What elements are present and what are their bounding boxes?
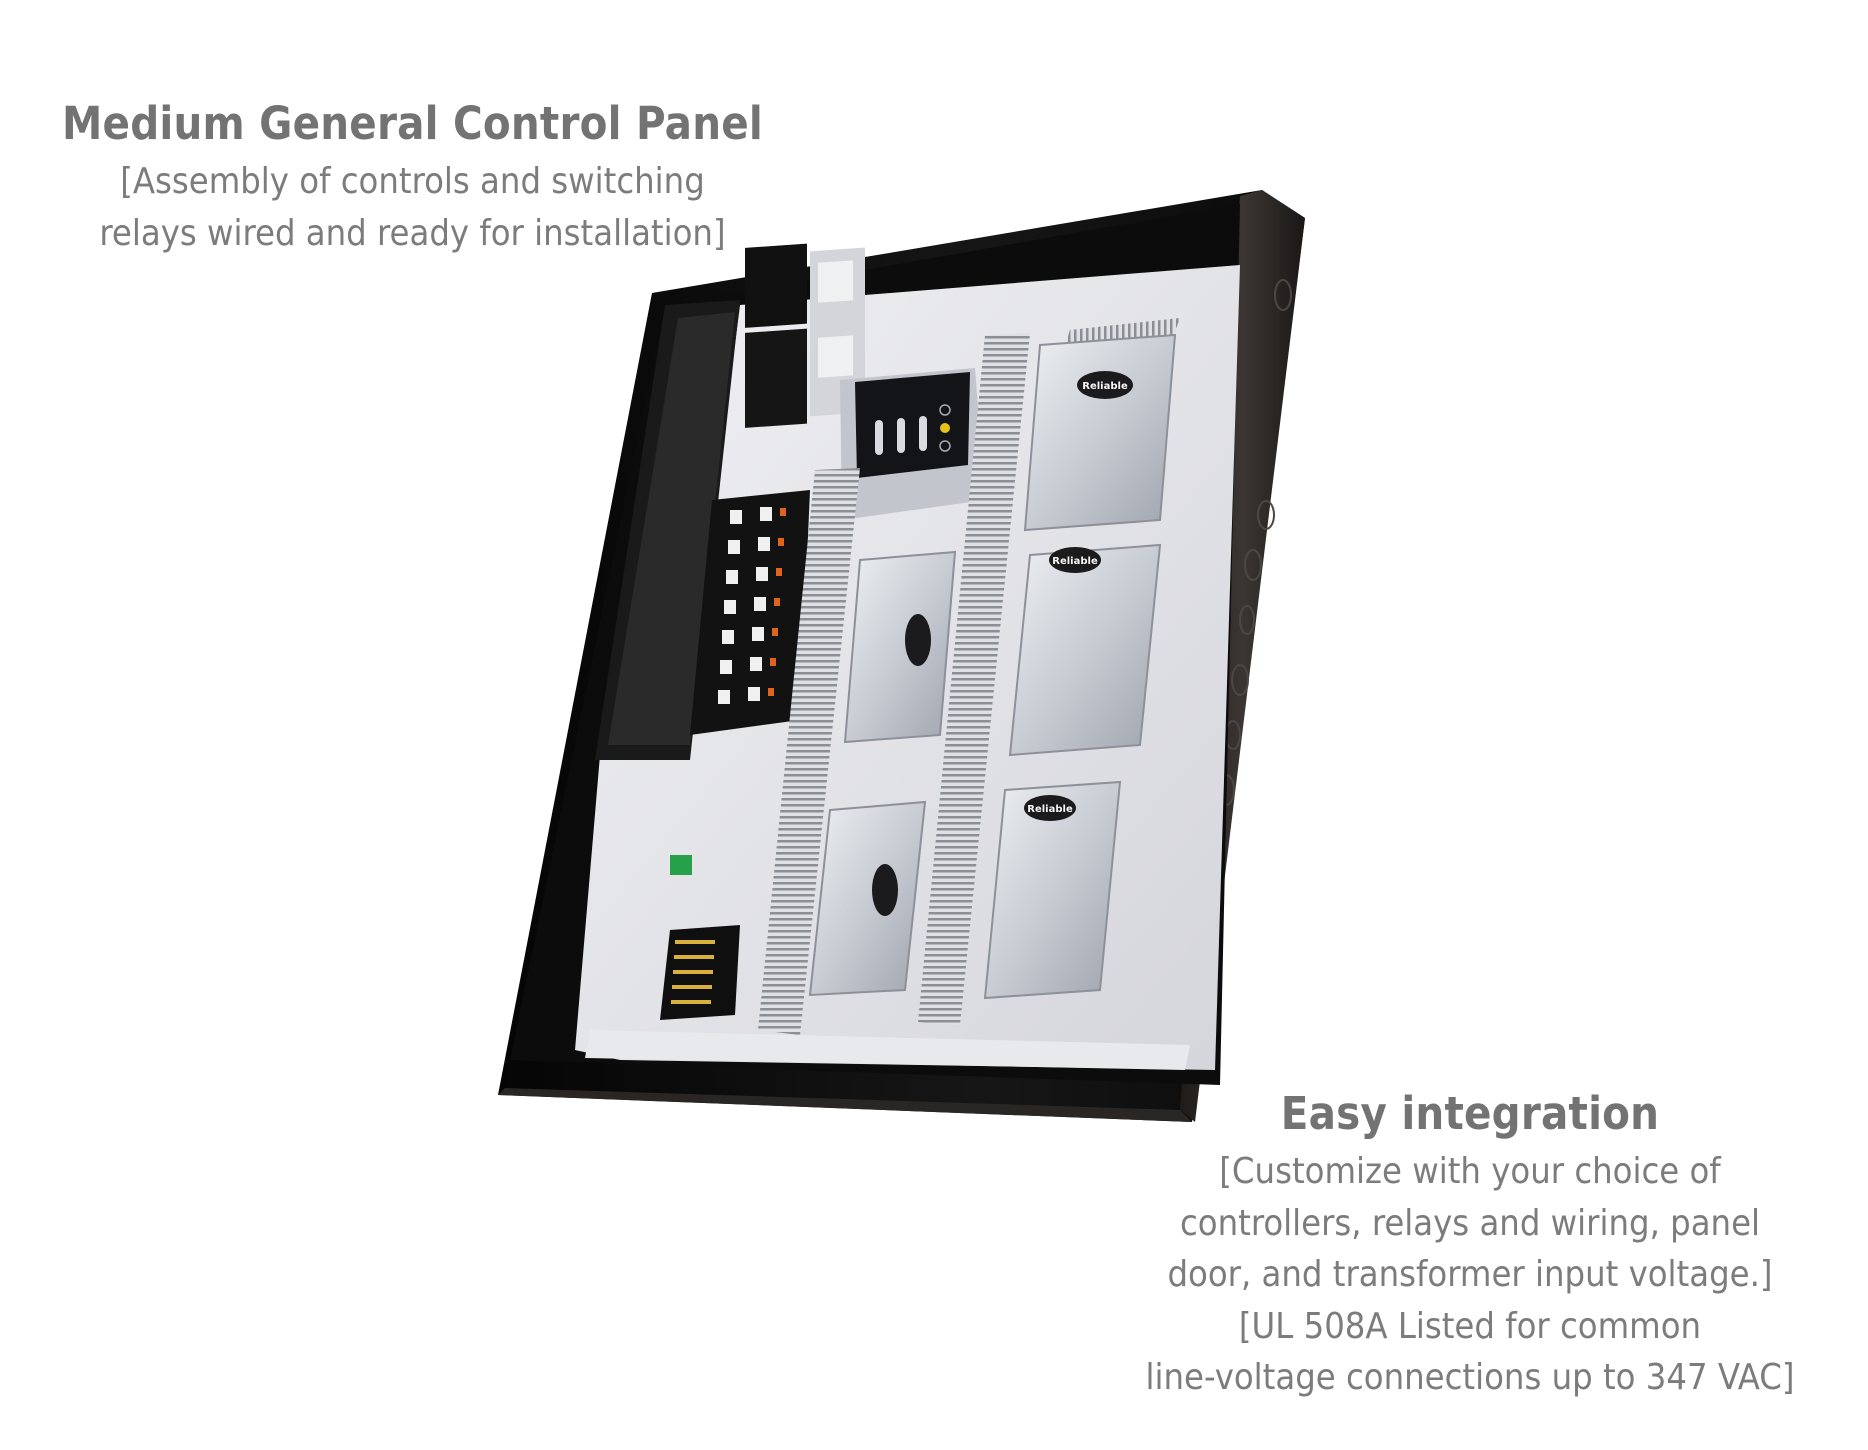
terminal-block — [660, 855, 740, 1020]
integration-line-1: [Customize with your choice of — [1219, 1151, 1721, 1192]
caption-panel-description: Medium General Control Panel [Assembly o… — [40, 92, 785, 259]
integration-line-2: controllers, relays and wiring, panel — [1179, 1202, 1761, 1244]
panel-description-line-2: relays wired and ready for installation] — [99, 212, 726, 254]
transformer-blocks — [745, 243, 865, 428]
panel-description-line-1: [Assembly of controls and switching — [120, 161, 705, 202]
brand-label: Reliable — [1052, 556, 1098, 567]
integration-line-5: line-voltage connections up to 347 VAC] — [1145, 1357, 1795, 1398]
caption-integration: Easy integration [Customize with your ch… — [1112, 1082, 1828, 1404]
integration-title: Easy integration — [1280, 1087, 1660, 1140]
integration-line-4: [UL 508A Listed for common — [1238, 1305, 1702, 1347]
panel-title: Medium General Control Panel — [62, 97, 763, 150]
controller-modules — [808, 333, 1177, 1000]
wiring-ducts — [585, 318, 1190, 1070]
brand-label: Reliable — [1082, 381, 1128, 392]
brand-label: Reliable — [1027, 804, 1073, 815]
keypad-controller — [840, 368, 985, 520]
integration-line-3: door, and transformer input voltage.] — [1167, 1254, 1773, 1295]
relay-bank — [690, 490, 810, 735]
